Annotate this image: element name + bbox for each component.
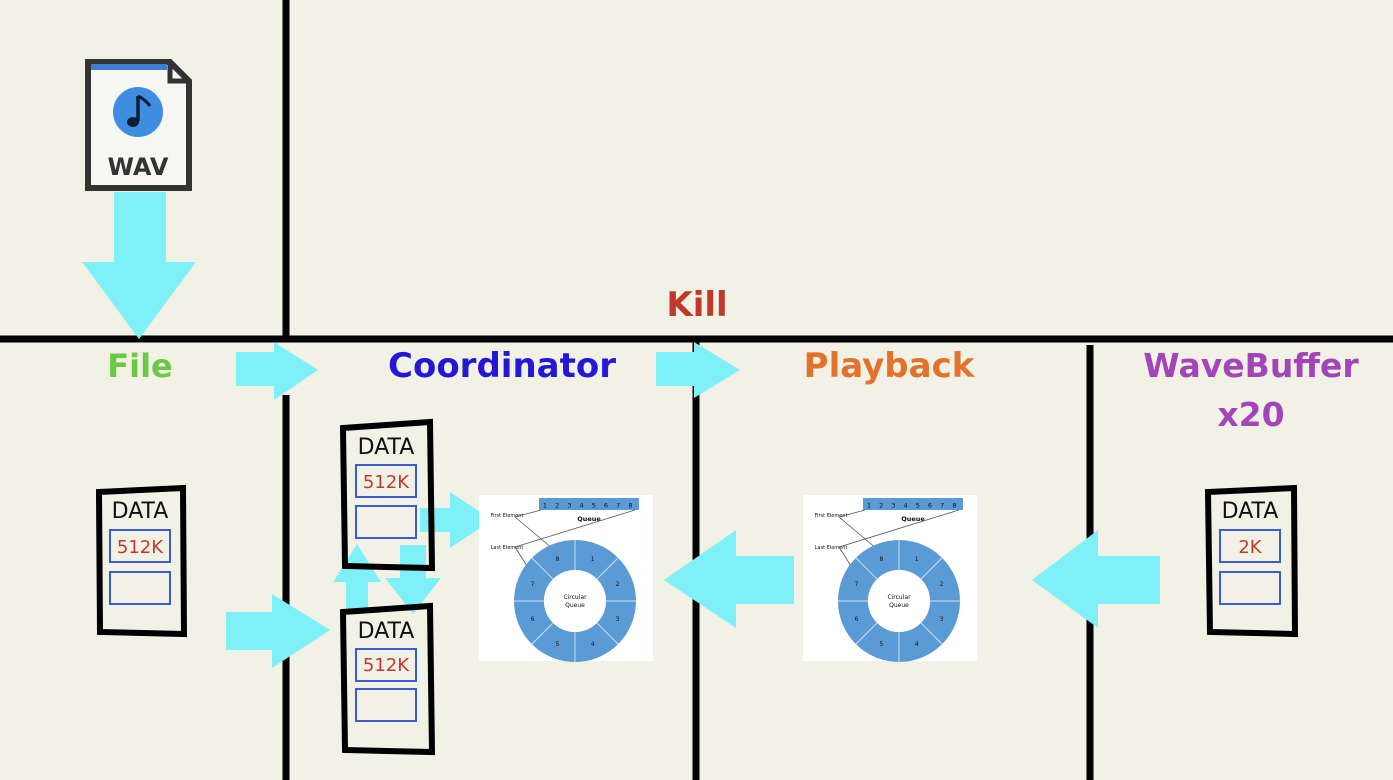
data-buffer-size: 512K xyxy=(363,472,410,493)
queue-ring-divider xyxy=(596,557,619,580)
queue-ring-cell: 7 xyxy=(531,581,535,588)
queue-ring-cell: 5 xyxy=(879,641,883,648)
queue-ring-cell: 5 xyxy=(555,641,559,648)
arrow-file-to-coordinator xyxy=(236,342,318,400)
data-buffer-wavebuffer: DATA 2K xyxy=(1204,484,1299,638)
queue-array-cell: 7 xyxy=(616,502,620,510)
queue-array-cell: 4 xyxy=(580,502,584,510)
queue-ring-divider xyxy=(920,557,943,580)
data-buffer-file: DATA 512K xyxy=(95,484,188,638)
queue-ring-cell: 1 xyxy=(915,556,919,563)
arrow-file-buffer-to-coordinator xyxy=(226,594,330,668)
arrow-buffer-down xyxy=(385,545,441,614)
queue-ring-divider xyxy=(855,557,878,580)
queue-last-label: Last Element xyxy=(815,545,848,551)
data-buffer-title: DATA xyxy=(112,499,169,524)
queue-ring-cell: 7 xyxy=(855,581,859,588)
queue-ring-cell: 3 xyxy=(616,616,620,623)
queue-center-label: Queue xyxy=(889,602,909,609)
queue-ring-cell: 8 xyxy=(555,556,559,563)
queue-array-bar xyxy=(539,498,639,510)
queue-ring-cell: 2 xyxy=(940,581,944,588)
data-buffer-size: 512K xyxy=(117,537,164,558)
queue-center-label: Circular xyxy=(887,594,911,601)
arrow-buffer-up xyxy=(333,544,381,612)
section-labels: Kill File Coordinator Playback WaveBuffe… xyxy=(107,285,1359,434)
arrow-coordinator-to-playback xyxy=(656,342,740,398)
queue-array-cell: 7 xyxy=(940,502,944,510)
queue-ring-cell: 1 xyxy=(591,556,595,563)
queue-array-bar xyxy=(863,498,963,510)
queue-array-cell: 3 xyxy=(567,502,571,510)
arrow-wavebuffer-to-playback xyxy=(1032,530,1160,628)
queue-ring-hole xyxy=(868,570,930,632)
queue-last-label: Last Element xyxy=(491,545,524,551)
data-buffer-coordinator-bottom: DATA 512K xyxy=(339,602,436,756)
queue-array-cell: 2 xyxy=(555,502,559,510)
playback-label: Playback xyxy=(804,346,976,386)
queue-first-label: First Element xyxy=(815,513,848,519)
queue-ring-cell: 4 xyxy=(591,641,595,648)
wavebuffer-count-label: x20 xyxy=(1217,395,1284,434)
queue-ring-divider xyxy=(531,557,554,580)
queue-ring-divider xyxy=(596,622,619,645)
queue-ring-cell: 4 xyxy=(915,641,919,648)
queue-ring-divider xyxy=(920,622,943,645)
wav-label: WAV xyxy=(108,153,169,181)
data-buffer-title: DATA xyxy=(358,619,415,644)
queue-array-cell: 1 xyxy=(867,502,871,510)
queue-ring-divider xyxy=(855,622,878,645)
wavebuffer-label: WaveBuffer xyxy=(1143,346,1359,385)
flow-arrows xyxy=(82,192,1160,668)
queue-array-cell: 5 xyxy=(916,502,920,510)
file-label: File xyxy=(107,347,173,385)
arrow-buffer-to-queue xyxy=(420,492,492,548)
data-buffer-coordinator-top: DATA 512K xyxy=(339,418,436,572)
data-buffer-title: DATA xyxy=(1222,499,1279,524)
queue-array-cell: 6 xyxy=(604,502,608,510)
queue-title: Queue xyxy=(901,515,925,523)
data-buffer-title: DATA xyxy=(358,435,415,460)
queue-ring-cell: 6 xyxy=(531,616,535,623)
queue-ring-cell: 6 xyxy=(855,616,859,623)
kill-label: Kill xyxy=(666,285,727,325)
data-buffer-size: 2K xyxy=(1238,537,1262,558)
queue-array-cell: 2 xyxy=(879,502,883,510)
queue-ring-hole xyxy=(544,570,606,632)
queue-ring-cell: 8 xyxy=(879,556,883,563)
queue-center-label: Queue xyxy=(565,602,585,609)
queue-array-cell: 4 xyxy=(904,502,908,510)
queue-ring-divider xyxy=(531,622,554,645)
arrow-playback-to-coordinator xyxy=(664,530,794,628)
queue-array-cell: 1 xyxy=(543,502,547,510)
queue-ring-cell: 2 xyxy=(616,581,620,588)
data-buffer-size: 512K xyxy=(363,655,410,676)
queue-ring-cell: 3 xyxy=(940,616,944,623)
queue-array-cell: 6 xyxy=(928,502,932,510)
coordinator-label: Coordinator xyxy=(388,346,616,386)
queue-array-cell: 8 xyxy=(952,502,956,510)
queue-array-cell: 8 xyxy=(628,502,632,510)
wav-file-icon: WAV xyxy=(85,59,192,191)
queue-array-cell: 3 xyxy=(891,502,895,510)
queue-first-label: First Element xyxy=(491,513,524,519)
arrow-wav-to-file xyxy=(82,192,196,339)
queue-array-cell: 5 xyxy=(592,502,596,510)
queue-title: Queue xyxy=(577,515,601,523)
queue-center-label: Circular xyxy=(563,594,587,601)
